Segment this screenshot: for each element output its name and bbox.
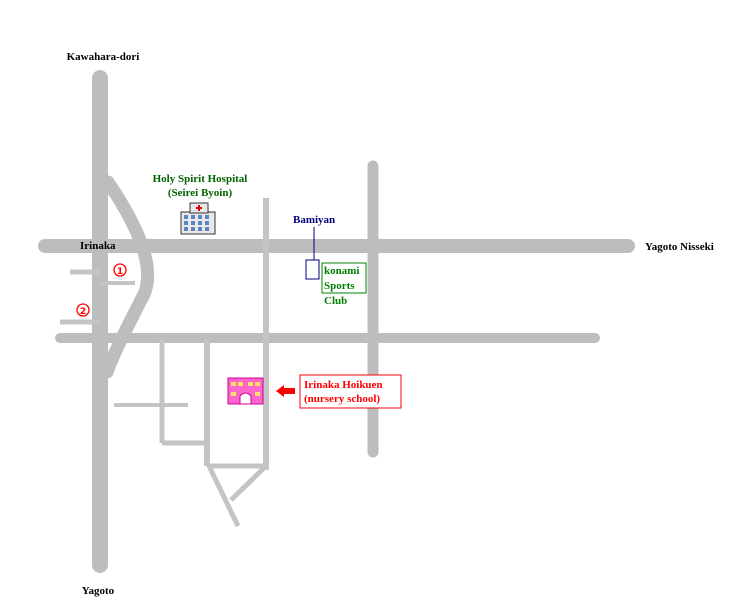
gym-label-box bbox=[321, 262, 367, 294]
north-road-label: Kawahara-dori bbox=[67, 51, 140, 63]
hospital-subname-label: (Seirei Byoin) bbox=[168, 187, 233, 199]
left-arrow-icon bbox=[276, 385, 295, 397]
minor-streets bbox=[60, 198, 269, 528]
south-road-label: Yagoto bbox=[82, 585, 115, 597]
nursery-label-box bbox=[299, 374, 402, 409]
restaurant-building bbox=[305, 259, 320, 280]
road-network bbox=[38, 70, 635, 573]
nursery-name-label: Irinaka Hoikuen bbox=[304, 379, 383, 391]
hospital-building-icon bbox=[180, 202, 216, 235]
svg-text:2: 2 bbox=[80, 307, 86, 317]
gym-name-line3: Club bbox=[324, 295, 347, 307]
hospital-name-label: Holy Spirit Hospital bbox=[153, 173, 248, 185]
gym-name-line1: konami bbox=[324, 265, 359, 277]
exit-marker-1: 1 bbox=[113, 263, 127, 277]
exit-marker-2: 2 bbox=[76, 303, 90, 317]
school-building-icon bbox=[227, 377, 264, 405]
irinaka-label: Irinaka bbox=[80, 240, 116, 252]
restaurant-label: Bamiyan bbox=[293, 214, 335, 226]
street-diagonal-connector bbox=[229, 466, 266, 502]
street-diagonal-south bbox=[207, 466, 241, 528]
nursery-subname-label: (nursery school) bbox=[304, 393, 380, 405]
gym-name-line2: Sports bbox=[324, 280, 355, 292]
svg-text:1: 1 bbox=[117, 267, 123, 277]
east-road-label: Yagoto Nisseki bbox=[645, 241, 714, 253]
road-curved-bypass bbox=[100, 175, 155, 379]
